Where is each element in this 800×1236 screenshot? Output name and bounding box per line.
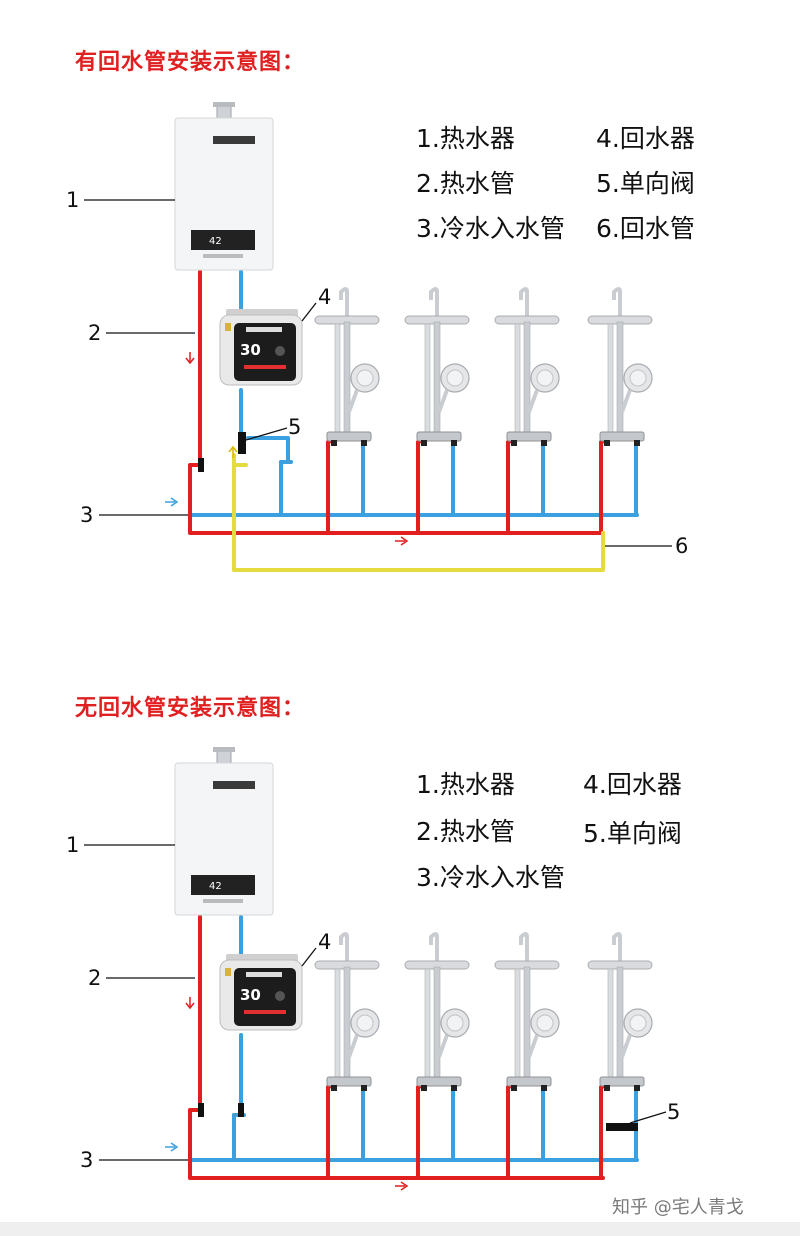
check-valve-icon <box>238 432 246 454</box>
shower-icon <box>494 287 560 446</box>
arrow-icon <box>165 497 179 507</box>
arrow-icon <box>395 536 409 546</box>
shower-icon <box>314 932 380 1091</box>
shower-icon <box>494 932 560 1091</box>
hot-water-main <box>188 463 605 535</box>
legend-item-return-device: 4.回水器 <box>583 770 682 799</box>
bottom-divider <box>0 1222 800 1236</box>
cold-water-branch <box>431 1081 455 1162</box>
callout-hot-pipe: 2 <box>88 321 102 345</box>
callout-check-valve: 5 <box>288 415 302 439</box>
legend-item-check-valve: 5.单向阀 <box>596 169 695 198</box>
shower-icon <box>587 287 653 446</box>
diagram-title-without-return: 无回水管安装示意图： <box>75 696 306 721</box>
watermark: 知乎 @宅人青戈 <box>612 1197 744 1218</box>
callout-return-device: 4 <box>318 930 332 954</box>
callout-cold-inlet: 3 <box>80 1148 94 1172</box>
legend-item-heater: 1.热水器 <box>416 124 515 153</box>
diagram-title-with-return: 有回水管安装示意图： <box>75 50 306 75</box>
legend-item-return-pipe: 6.回水管 <box>596 214 695 243</box>
shower-icon <box>314 287 380 446</box>
pipe-fitting <box>198 1103 204 1117</box>
svg-text:42: 42 <box>209 236 222 247</box>
shower-icon <box>587 932 653 1091</box>
pipe-fitting <box>238 1103 244 1117</box>
pipe-fitting <box>198 458 204 472</box>
cold-water-branch <box>341 1081 365 1162</box>
hot-water-branch <box>326 1081 345 1180</box>
callout-heater: 1 <box>66 833 80 857</box>
callout-heater: 1 <box>66 188 80 212</box>
svg-text:30: 30 <box>240 986 261 1004</box>
callout-return-pipe: 6 <box>675 534 689 558</box>
recirculation-pump-icon: 30 <box>219 954 303 1031</box>
legend-item-check-valve: 5.单向阀 <box>583 819 682 848</box>
legend-item-return-device: 4.回水器 <box>596 124 695 153</box>
callout-leader-line <box>301 947 317 967</box>
legend-item-heater: 1.热水器 <box>416 770 515 799</box>
check-valve-icon <box>606 1123 638 1131</box>
arrow-icon <box>185 352 195 365</box>
callout-leader-line <box>629 1111 667 1124</box>
legend-item-cold-inlet-pipe: 3.冷水入水管 <box>416 214 565 243</box>
arrow-icon <box>185 997 195 1010</box>
hot-water-branch <box>506 1081 525 1180</box>
callout-check-valve: 5 <box>667 1100 681 1124</box>
svg-text:30: 30 <box>240 341 261 359</box>
callout-hot-pipe: 2 <box>88 966 102 990</box>
hot-water-branch <box>416 1081 435 1180</box>
legend-item-hot-pipe: 2.热水管 <box>416 817 515 846</box>
callout-cold-inlet: 3 <box>80 503 94 527</box>
cold-water-branch <box>521 1081 545 1162</box>
svg-text:42: 42 <box>209 881 222 892</box>
water-heater-icon: 42 <box>174 102 274 271</box>
return-water-pipe <box>232 453 605 572</box>
callout-leader-line <box>301 302 317 322</box>
arrow-icon <box>228 445 238 458</box>
cold-inlet-pipe <box>246 436 290 464</box>
arrow-icon <box>165 1142 179 1152</box>
legend-item-hot-pipe: 2.热水管 <box>416 169 515 198</box>
recirculation-pump-icon: 30 <box>219 309 303 386</box>
hot-water-main <box>188 1108 605 1180</box>
legend-item-cold-inlet-pipe: 3.冷水入水管 <box>416 863 565 892</box>
shower-icon <box>404 287 470 446</box>
shower-icon <box>404 932 470 1091</box>
water-heater-icon: 42 <box>174 747 274 916</box>
callout-return-device: 4 <box>318 285 332 309</box>
callout-leader-line <box>245 427 288 441</box>
arrow-icon <box>395 1181 409 1191</box>
